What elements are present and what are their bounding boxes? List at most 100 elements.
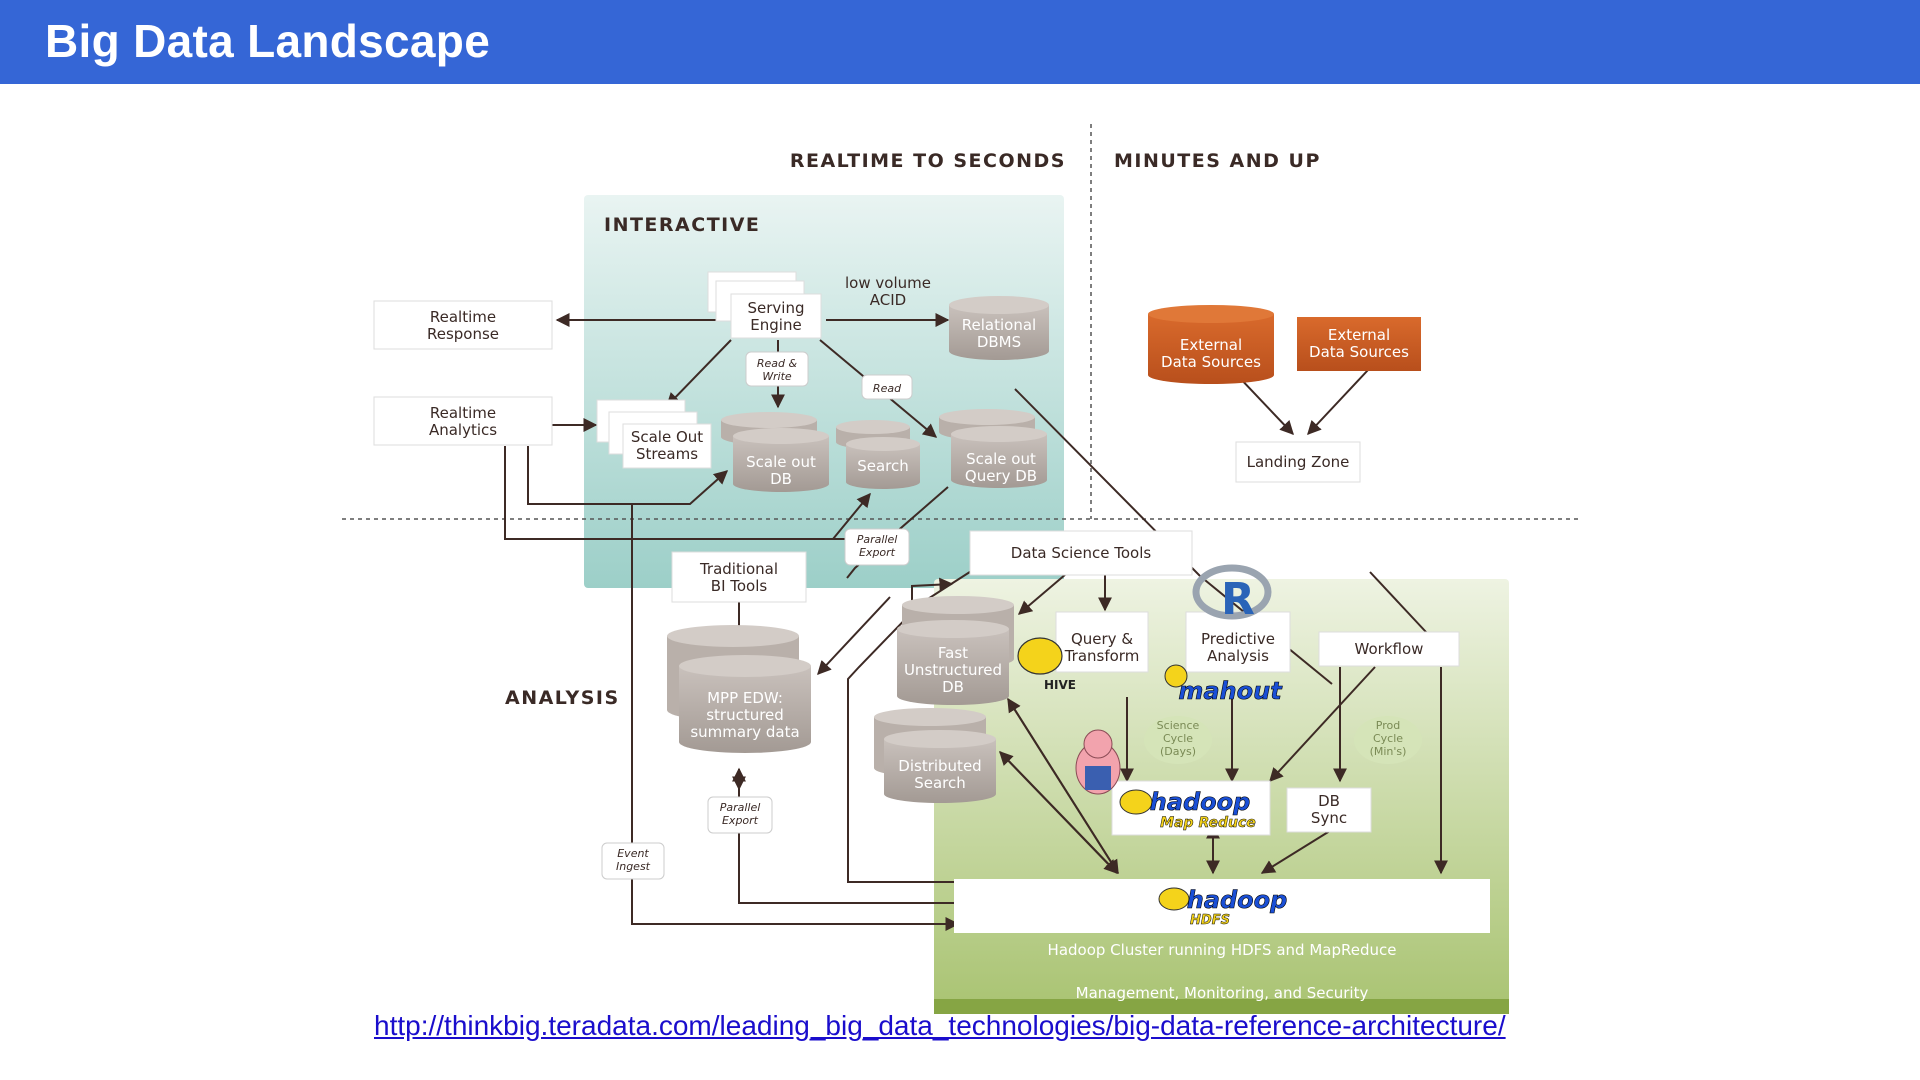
query-transform-line2: Transform xyxy=(1064,647,1140,665)
scale-out-streams-line1: Scale Out xyxy=(631,428,703,446)
scale-out-query-db-cylinder: Scale out Query DB xyxy=(939,409,1047,488)
fast-unstructured-line2: Unstructured xyxy=(904,661,1002,679)
predictive-analysis-line2: Analysis xyxy=(1207,647,1269,665)
relational-dbms-line2: DBMS xyxy=(977,333,1021,351)
db-sync-line2: Sync xyxy=(1311,809,1347,827)
event-ingest-line2: Ingest xyxy=(616,860,651,873)
traditional-bi-line2: BI Tools xyxy=(711,577,768,595)
query-transform-box: Query & Transform xyxy=(1055,611,1149,673)
serving-engine-line2: Engine xyxy=(750,316,801,334)
db-sync-line1: DB xyxy=(1318,792,1340,810)
traditional-bi-line1: Traditional xyxy=(699,560,778,578)
scale-out-db-line1: Scale out xyxy=(746,453,816,471)
relational-dbms-cylinder: Relational DBMS xyxy=(949,296,1049,360)
data-science-tools-box: Data Science Tools xyxy=(969,530,1193,576)
hive-logo: HIVE xyxy=(1017,637,1076,692)
event-ingest-line1: Event xyxy=(617,847,649,860)
fast-unstructured-line1: Fast xyxy=(938,644,968,662)
read-write-label: Read & Write xyxy=(745,351,809,387)
landing-zone-text: Landing Zone xyxy=(1247,453,1350,471)
science-cycle-oval: Science Cycle (Days) xyxy=(1144,716,1212,764)
serving-engine-box: Serving Engine xyxy=(707,271,822,339)
workflow-text: Workflow xyxy=(1355,640,1424,658)
mpp-edw-line2: structured xyxy=(706,706,784,724)
realtime-response-line1: Realtime xyxy=(430,308,496,326)
event-ingest-label: Event Ingest xyxy=(601,842,665,880)
hive-logo-text: HIVE xyxy=(1044,678,1076,692)
db-sync-box: DB Sync xyxy=(1286,787,1372,833)
science-cycle-line2: Cycle xyxy=(1163,732,1193,745)
mpp-edw-cylinder: MPP EDW: structured summary data xyxy=(667,625,811,753)
distributed-search-line1: Distributed xyxy=(898,757,981,775)
hadoop-cluster-label: Hadoop Cluster running HDFS and MapReduc… xyxy=(1048,941,1397,959)
section-realtime: REALTIME TO SECONDS xyxy=(790,150,1066,172)
scale-out-db-cylinder: Scale out DB xyxy=(721,412,829,492)
external-2-line2: Data Sources xyxy=(1309,343,1409,361)
parallel-export-2-line1: Parallel xyxy=(720,801,761,814)
hadoop-hdfs-logo-text: hadoop xyxy=(1187,886,1288,914)
fast-unstructured-line3: DB xyxy=(942,678,964,696)
read-write-line1: Read & xyxy=(757,357,798,370)
query-transform-line1: Query & xyxy=(1071,630,1133,648)
external-data-sources-1: External Data Sources xyxy=(1148,305,1274,384)
workflow-box: Workflow xyxy=(1318,631,1460,667)
fast-unstructured-db-cylinder: Fast Unstructured DB xyxy=(897,596,1014,705)
external-1-line2: Data Sources xyxy=(1161,353,1261,371)
management-label: Management, Monitoring, and Security xyxy=(1076,984,1369,1002)
science-cycle-line1: Science xyxy=(1157,719,1200,732)
prod-cycle-line3: (Min's) xyxy=(1370,745,1407,758)
r-logo: R xyxy=(1192,564,1272,625)
hadoop-hdfs-box: hadoop HDFS xyxy=(954,879,1490,933)
predictive-analysis-box: Predictive Analysis xyxy=(1185,611,1291,673)
search-label: Search xyxy=(857,457,909,475)
realtime-analytics-line1: Realtime xyxy=(430,404,496,422)
prod-cycle-oval: Prod Cycle (Min's) xyxy=(1354,716,1422,764)
read-label: Read xyxy=(861,374,913,400)
source-link[interactable]: http://thinkbig.teradata.com/leading_big… xyxy=(374,1010,1506,1041)
mahout-logo: mahout xyxy=(1164,664,1283,705)
hadoop-mapreduce-box: hadoop Map Reduce xyxy=(1111,780,1271,836)
read-text: Read xyxy=(873,382,902,395)
big-data-architecture-diagram: REALTIME TO SECONDS MINUTES AND UP INTER… xyxy=(0,84,1920,1080)
mapreduce-logo-text: Map Reduce xyxy=(1160,815,1256,831)
section-interactive: INTERACTIVE xyxy=(604,214,760,236)
mahout-logo-text: mahout xyxy=(1178,677,1283,705)
data-science-tools-text: Data Science Tools xyxy=(1011,544,1152,562)
scale-out-query-db-line1: Scale out xyxy=(966,450,1036,468)
title-bar: Big Data Landscape xyxy=(0,0,1920,84)
parallel-export-label-1: Parallel Export xyxy=(844,528,910,566)
predictive-analysis-line1: Predictive xyxy=(1201,630,1275,648)
realtime-response-line2: Response xyxy=(427,325,499,343)
mpp-edw-line1: MPP EDW: xyxy=(707,689,783,707)
parallel-export-2-line2: Export xyxy=(722,814,759,827)
science-cycle-line3: (Days) xyxy=(1160,745,1196,758)
distributed-search-line2: Search xyxy=(914,774,966,792)
traditional-bi-box: Traditional BI Tools xyxy=(671,551,807,603)
prod-cycle-line1: Prod xyxy=(1376,719,1400,732)
parallel-export-1-line2: Export xyxy=(859,546,896,559)
low-volume-line1: low volume xyxy=(845,274,931,292)
pig-mascot xyxy=(1075,729,1121,795)
realtime-analytics-line2: Analytics xyxy=(429,421,497,439)
r-logo-letter: R xyxy=(1221,574,1255,625)
scale-out-db-line2: DB xyxy=(770,470,792,488)
external-data-sources-2: External Data Sources xyxy=(1297,317,1421,371)
scale-out-streams-line2: Streams xyxy=(636,445,698,463)
distributed-search-cylinder: Distributed Search xyxy=(874,708,996,803)
prod-cycle-line2: Cycle xyxy=(1373,732,1403,745)
serving-engine-line1: Serving xyxy=(748,299,805,317)
section-analysis: ANALYSIS xyxy=(505,687,620,709)
search-cylinder: Search xyxy=(836,420,920,489)
external-2-line1: External xyxy=(1328,326,1390,344)
section-minutes: MINUTES AND UP xyxy=(1114,150,1321,172)
landing-zone-box: Landing Zone xyxy=(1235,441,1361,483)
slide-title: Big Data Landscape xyxy=(45,15,491,67)
scale-out-query-db-line2: Query DB xyxy=(965,467,1037,485)
realtime-response-box: Realtime Response xyxy=(373,300,553,350)
interactive-panel xyxy=(584,195,1064,588)
hdfs-logo-text: HDFS xyxy=(1190,913,1230,928)
low-volume-line2: ACID xyxy=(870,291,906,309)
scale-out-streams-box: Scale Out Streams xyxy=(596,399,712,469)
parallel-export-1-line1: Parallel xyxy=(857,533,898,546)
relational-dbms-line1: Relational xyxy=(962,316,1036,334)
